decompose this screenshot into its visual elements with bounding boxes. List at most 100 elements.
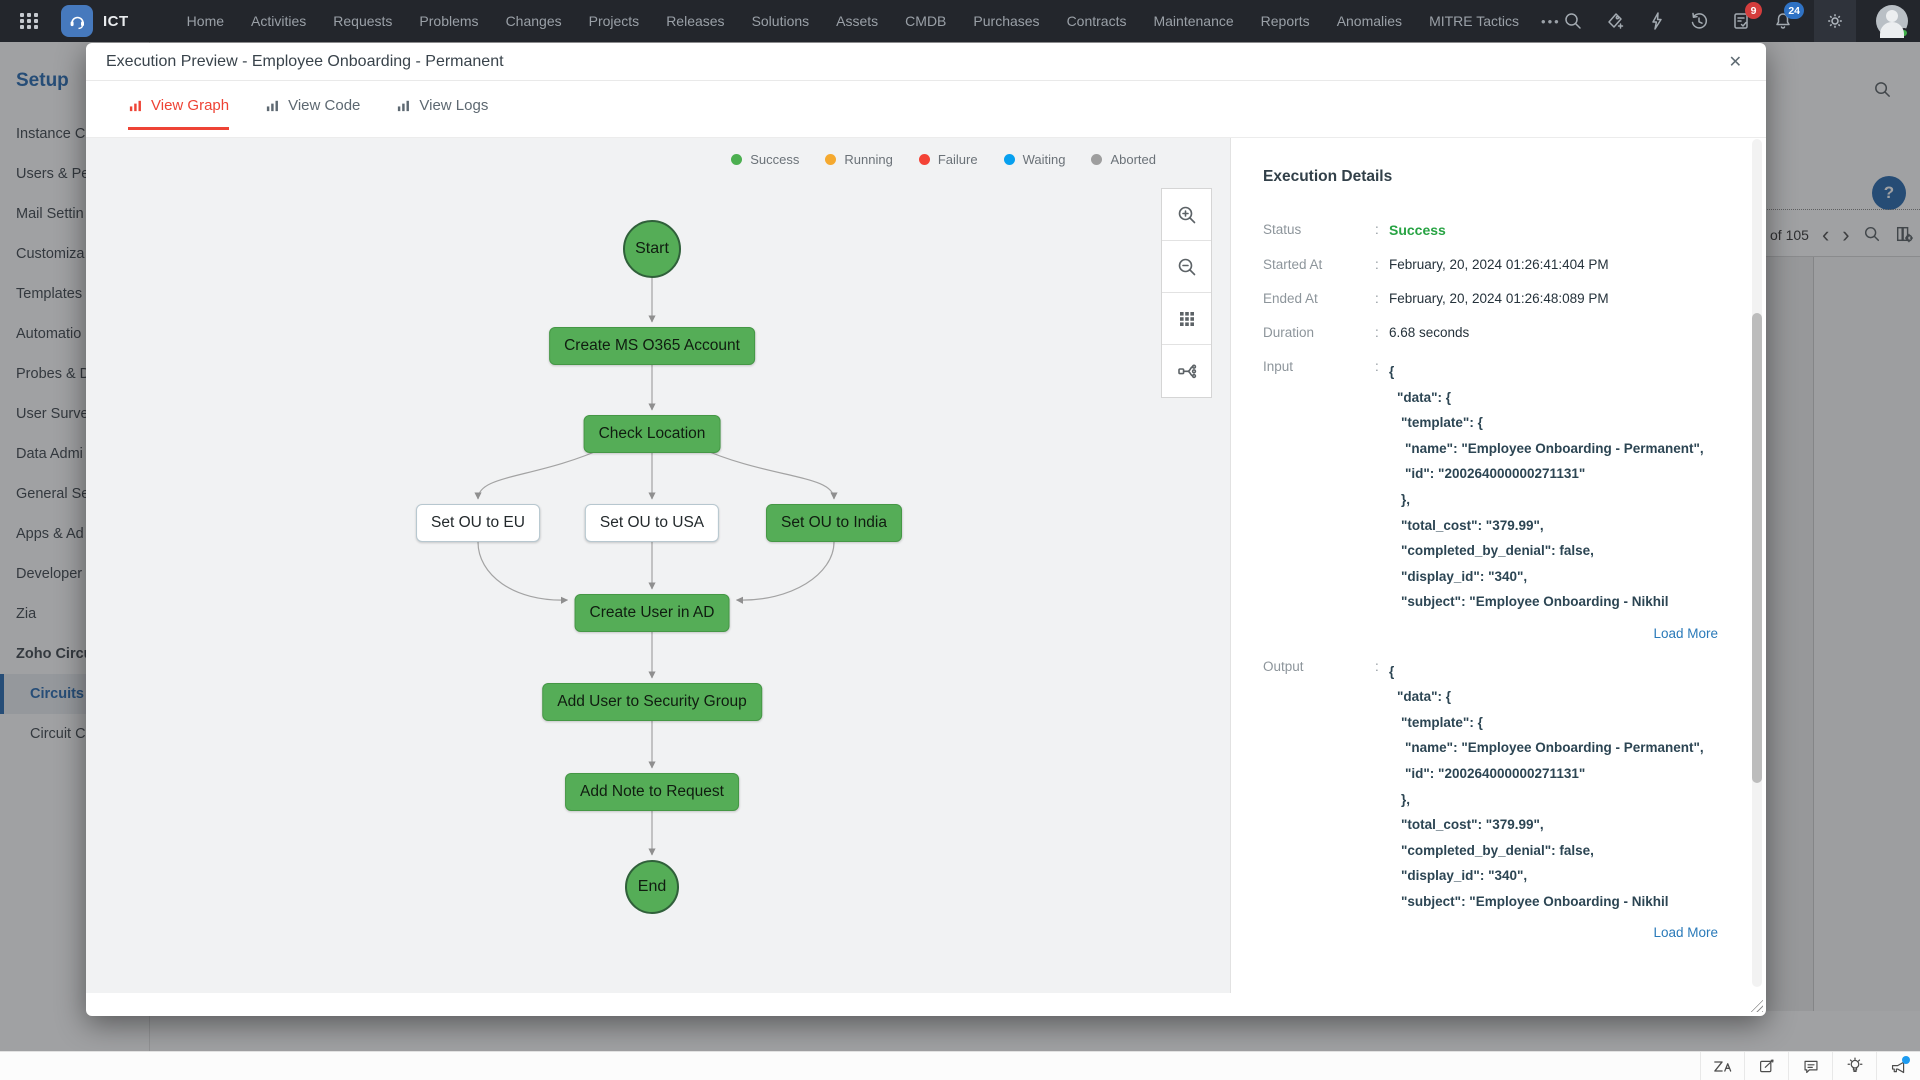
nav-menu-item[interactable]: Activities <box>251 13 307 29</box>
legend-label: Running <box>844 152 893 167</box>
execution-details-panel: Execution Details Status : Success Start… <box>1231 138 1766 993</box>
close-icon[interactable]: ✕ <box>1728 53 1742 71</box>
tag-add-icon[interactable] <box>1604 10 1626 32</box>
detail-value: February, 20, 2024 01:26:41:404 PM <box>1389 257 1609 272</box>
flow-node-eu[interactable]: Set OU to EU <box>416 504 540 542</box>
sidebar-item[interactable]: Instance C <box>16 126 86 142</box>
nav-menu-item[interactable]: Requests <box>333 13 393 29</box>
list-search-icon[interactable] <box>1863 225 1881 246</box>
nav-menu-item[interactable]: Problems <box>419 13 479 29</box>
sidebar-item[interactable]: Zoho Circu <box>16 646 93 662</box>
zoom-out-icon[interactable] <box>1162 241 1211 293</box>
bell-icon[interactable]: 24 <box>1772 2 1804 32</box>
json-line: }, <box>1401 791 1411 807</box>
announcements-icon[interactable] <box>1876 1052 1920 1080</box>
legend-dot <box>825 154 837 165</box>
sidebar-item[interactable]: Templates <box>16 286 83 302</box>
sidebar-item[interactable]: Mail Settin <box>16 206 84 222</box>
gear-icon[interactable] <box>1814 0 1856 42</box>
output-load-more-link[interactable]: Load More <box>1653 925 1718 941</box>
flow-node-ad[interactable]: Create User in AD <box>574 594 730 632</box>
app-logo[interactable] <box>61 5 93 37</box>
nav-menu-item[interactable]: Reports <box>1260 13 1310 29</box>
json-line: "template": { <box>1401 415 1483 431</box>
flow-node-check[interactable]: Check Location <box>583 415 721 453</box>
tab[interactable]: View Code <box>265 97 360 127</box>
sidebar-item[interactable]: Probes & D <box>16 366 91 382</box>
sidebar-item[interactable]: Users & Pe <box>16 166 90 182</box>
json-line: "id": "200264000000271131" <box>1405 466 1586 482</box>
help-button[interactable]: ? <box>1872 176 1906 210</box>
sidebar-item[interactable]: Circuit Co <box>30 726 94 742</box>
flow-node-start[interactable]: Start <box>623 220 681 278</box>
nav-menu-item[interactable]: Changes <box>505 13 562 29</box>
search-icon[interactable] <box>1562 10 1584 32</box>
flow-node-o365[interactable]: Create MS O365 Account <box>549 327 755 365</box>
nav-menu-item[interactable]: MITRE Tactics <box>1429 13 1520 29</box>
colon: : <box>1375 257 1379 272</box>
chat-icon[interactable] <box>1788 1052 1832 1080</box>
flow-node-india[interactable]: Set OU to India <box>766 504 902 542</box>
next-page-icon[interactable]: › <box>1842 222 1850 247</box>
legend-item: Aborted <box>1091 152 1156 167</box>
nav-menu-item[interactable]: Contracts <box>1066 13 1127 29</box>
nav-menu-item[interactable]: Home <box>186 13 225 29</box>
flow-node-secgroup[interactable]: Add User to Security Group <box>542 683 762 721</box>
legend-dot <box>1003 154 1015 165</box>
sidebar-item[interactable]: Automatio <box>16 326 82 342</box>
details-scrollbar-thumb[interactable] <box>1752 313 1762 783</box>
tab-label: View Graph <box>151 97 230 114</box>
nav-menu-item[interactable]: Releases <box>666 13 725 29</box>
tab[interactable]: View Graph <box>128 97 230 130</box>
tab[interactable]: View Logs <box>396 97 488 127</box>
input-load-more-link[interactable]: Load More <box>1653 625 1718 641</box>
nav-menu-item[interactable]: Projects <box>588 13 640 29</box>
sidebar-item[interactable]: General Se <box>16 486 90 502</box>
flash-icon[interactable] <box>1646 10 1668 32</box>
json-line: "id": "200264000000271131" <box>1405 765 1586 781</box>
flow-edges <box>474 278 838 856</box>
output-json: { "data": {"template": {"name": "Employe… <box>1389 659 1726 959</box>
nav-menu-item[interactable]: Maintenance <box>1153 13 1234 29</box>
fit-view-icon[interactable] <box>1162 345 1211 397</box>
nav-more-icon[interactable]: ••• <box>1541 13 1561 29</box>
flow-node-end[interactable]: End <box>625 860 679 914</box>
input-label: Input <box>1263 359 1294 374</box>
zoom-in-icon[interactable] <box>1162 189 1211 241</box>
nav-menu-item[interactable]: Solutions <box>751 13 810 29</box>
page-search-icon[interactable] <box>1873 80 1892 104</box>
flow-node-note[interactable]: Add Note to Request <box>565 773 739 811</box>
column-chooser-icon[interactable] <box>1894 225 1914 246</box>
headset-logo-icon <box>70 16 84 30</box>
resize-handle-icon[interactable] <box>1749 998 1763 1012</box>
app-grid-icon[interactable] <box>20 13 39 29</box>
nav-menu-item[interactable]: CMDB <box>905 13 947 29</box>
json-line: }, <box>1401 491 1411 507</box>
grid-icon[interactable] <box>1162 293 1211 345</box>
nav-menu-item[interactable]: Assets <box>836 13 879 29</box>
prev-page-icon[interactable]: ‹ <box>1821 222 1830 247</box>
zia-icon[interactable] <box>1700 1052 1744 1080</box>
history-icon[interactable] <box>1688 10 1710 32</box>
idea-icon[interactable] <box>1832 1052 1876 1080</box>
sidebar-item[interactable]: Apps & Ad <box>16 526 84 542</box>
json-line: "subject": "Employee Onboarding - Nikhil <box>1401 893 1669 909</box>
sidebar-item[interactable]: User Surve <box>16 406 89 422</box>
notifications-badge: 24 <box>1784 2 1804 19</box>
avatar[interactable] <box>1876 5 1909 38</box>
sidebar-item[interactable]: Data Admi <box>16 446 83 462</box>
output-json-lines: "data": {"template": {"name": "Employee … <box>1389 684 1726 914</box>
sidebar-item[interactable]: Developer <box>16 566 83 582</box>
nav-menu-item[interactable]: Purchases <box>973 13 1040 29</box>
sidebar-item[interactable]: Zia <box>16 606 37 622</box>
sidebar-item[interactable]: Customiza <box>16 246 85 262</box>
approvals-icon[interactable]: 9 <box>1730 2 1762 32</box>
detail-value: February, 20, 2024 01:26:48:089 PM <box>1389 291 1609 306</box>
legend-item: Running <box>825 152 893 167</box>
flow-node-usa[interactable]: Set OU to USA <box>584 504 720 542</box>
tab-icon <box>266 100 279 112</box>
tab-icon <box>129 100 141 112</box>
nav-menu-item[interactable]: Anomalies <box>1336 13 1403 29</box>
feedback-icon[interactable] <box>1744 1052 1788 1080</box>
